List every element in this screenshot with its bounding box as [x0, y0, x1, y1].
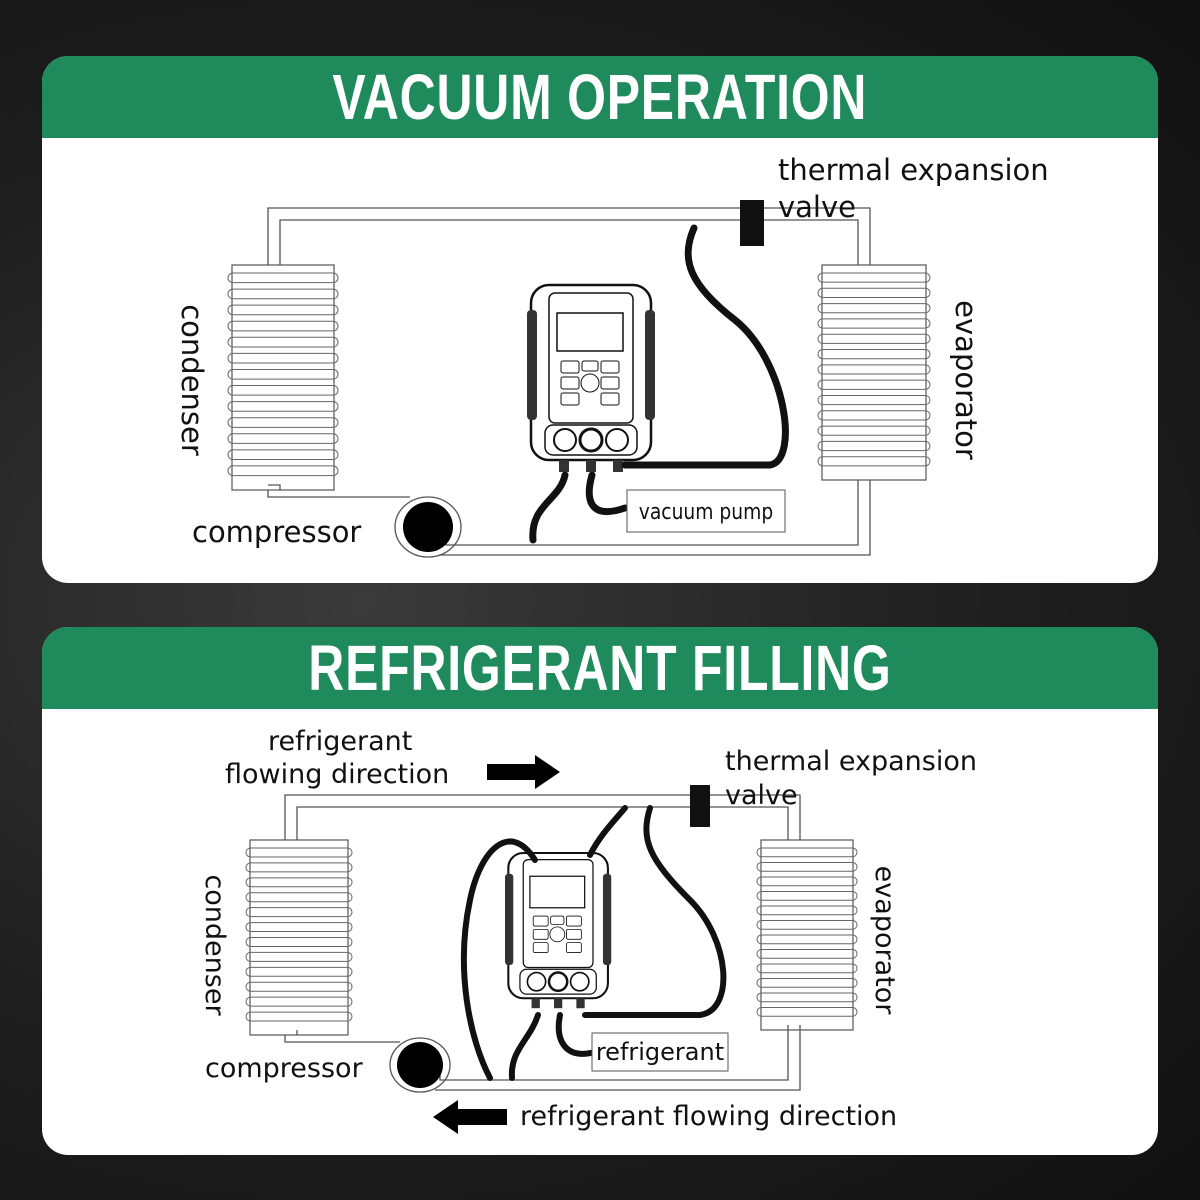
evaporator-coil [817, 264, 931, 481]
condenser-label: condenser [175, 304, 209, 456]
coil-loop [227, 417, 339, 428]
coil-loop [756, 934, 858, 945]
coil-loop [227, 288, 339, 300]
compressor-label: compressor [192, 515, 361, 549]
compressor-icon [403, 502, 453, 552]
coil-loop [227, 272, 339, 284]
coil-loop [756, 978, 858, 988]
filling-diagram: refrigerant refrigerant flowing directio… [199, 726, 977, 1134]
coil-loop [817, 440, 931, 452]
coil-loop [756, 949, 858, 959]
coil-loop [756, 905, 858, 916]
thermal-expansion-valve-icon [690, 785, 710, 827]
coil-loop [227, 449, 339, 460]
flow-bottom-label: refrigerant flowing direction [520, 1101, 897, 1132]
refrigerant-filling-header: REFRIGERANT FILLING [42, 627, 1158, 709]
compressor-label: compressor [205, 1053, 364, 1084]
coil-loop [756, 963, 858, 974]
tev-label-line1: thermal expansion [725, 746, 977, 777]
coil-loop [756, 992, 858, 1003]
tev-label-line1: thermal expansion [778, 153, 1049, 187]
tev-label-line2: valve [725, 780, 798, 811]
coil-loop [756, 1007, 858, 1017]
refrigerant-label: refrigerant [596, 1038, 724, 1066]
flow-top-label-line1: refrigerant [268, 726, 412, 757]
refrigerant-pipe [267, 207, 871, 556]
coil-loop [227, 465, 339, 477]
vacuum-pump-label: vacuum pump [639, 499, 773, 525]
coil-loop [245, 951, 353, 962]
coil-loop [817, 410, 931, 421]
coil-loop [227, 336, 339, 348]
coil-loop [227, 385, 339, 396]
compressor-icon [397, 1042, 443, 1088]
hoses [460, 805, 727, 1081]
coil-loop [245, 847, 353, 858]
vacuum-operation-header: VACUUM OPERATION [42, 56, 1158, 138]
evaporator-coil [756, 839, 858, 1031]
refrigerant-filling-title: REFRIGERANT FILLING [308, 632, 892, 704]
vacuum-operation-panel: VACUUM OPERATION [42, 56, 1158, 583]
coil-loop [245, 981, 353, 992]
coil-loop [817, 425, 931, 436]
condenser-coil [245, 839, 353, 1036]
coil-loop [756, 847, 858, 858]
tev-label-line2: valve [778, 190, 856, 224]
coil-loop [245, 862, 353, 873]
flow-top-label-line2: flowing direction [225, 759, 449, 790]
coil-loop [817, 394, 931, 406]
coil-loop [227, 320, 339, 332]
coil-loop [817, 272, 931, 283]
coil-loop [245, 996, 353, 1007]
refrigerant-pipe [284, 794, 801, 1091]
manifold-gauge-icon [503, 851, 613, 1010]
coil-loop [245, 892, 353, 903]
coil-loop [227, 433, 339, 444]
coil-loop [817, 318, 931, 329]
refrigerant-box [591, 1032, 729, 1072]
refrigerant-filling-panel: REFRIGERANT FILLING [42, 627, 1158, 1155]
coil-loop [245, 966, 353, 977]
coil-loop [227, 401, 339, 412]
vacuum-pump-box [626, 489, 786, 533]
coil-loop [245, 877, 353, 888]
hoses [529, 224, 789, 544]
thermal-expansion-valve-icon [740, 200, 764, 246]
coil-loop [756, 920, 858, 930]
manifold-gauge-icon [525, 283, 657, 474]
coil-loop [817, 287, 931, 298]
evaporator-label: evaporator [949, 300, 983, 460]
evaporator-label: evaporator [869, 866, 900, 1016]
coil-loop [817, 379, 931, 390]
condenser-coil [227, 264, 339, 491]
coil-loop [227, 304, 339, 316]
arrow-left-icon [433, 1100, 507, 1134]
condenser-label: condenser [199, 874, 230, 1016]
coil-loop [817, 456, 931, 467]
coil-loop [227, 352, 339, 364]
coil-loop [817, 303, 931, 314]
coil-loop [817, 333, 931, 344]
coil-loop [756, 862, 858, 872]
vacuum-diagram: vacuum pump thermal expansion valve cond… [175, 153, 1049, 558]
coil-loop [756, 891, 858, 901]
coil-loop [227, 368, 339, 380]
vacuum-operation-title: VACUUM OPERATION [332, 61, 868, 133]
coil-loop [245, 907, 353, 918]
coil-loop [756, 876, 858, 887]
coil-loop [817, 364, 931, 375]
arrow-right-icon [487, 755, 560, 789]
coil-loop [245, 922, 353, 933]
coil-loop [245, 937, 353, 947]
coil-loop [817, 349, 931, 360]
coil-loop [245, 1011, 353, 1022]
